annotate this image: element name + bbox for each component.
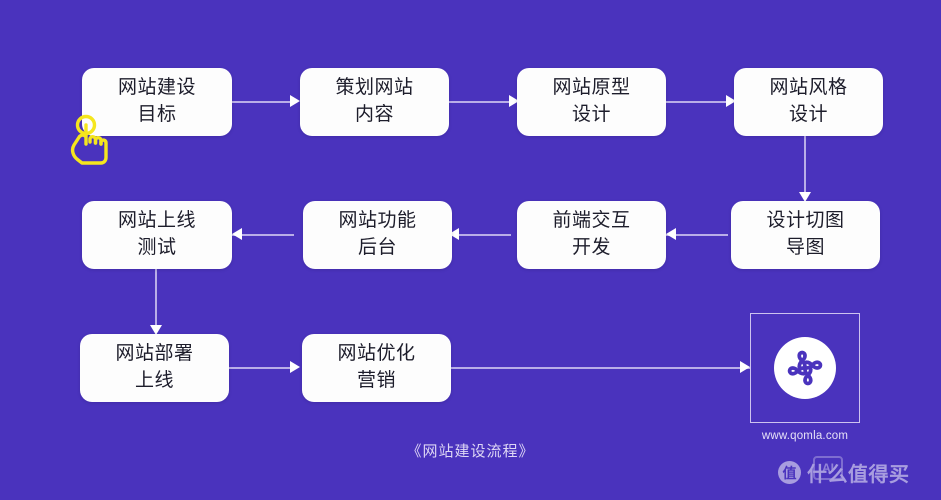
connector-n5-n6 — [666, 234, 728, 236]
flow-node-line1: 网站优化 — [337, 343, 416, 365]
flow-node-line2: 设计 — [571, 104, 611, 125]
connector-n2-n3 — [449, 101, 511, 103]
watermark-ai-overlay: AI — [813, 456, 843, 480]
flow-node-launch-test[interactable]: 网站上线 测试 — [82, 201, 232, 269]
arrowhead-n1-n2 — [290, 95, 300, 107]
connector-n7-n8 — [232, 234, 294, 236]
connector-n3-n4 — [666, 101, 728, 103]
arrowhead-n6-n7 — [449, 228, 459, 240]
flow-node-slice-design[interactable]: 设计切图 导图 — [731, 201, 880, 269]
flow-node-line2: 测试 — [137, 237, 177, 258]
watermark-badge: 值 — [778, 461, 801, 484]
flow-node-line1: 网站部署 — [115, 343, 194, 365]
flow-node-line1: 网站建设 — [117, 77, 196, 99]
flow-node-line2: 设计 — [788, 104, 828, 125]
logo-url-text: www.qomla.com — [761, 430, 849, 442]
flow-node-line1: 前端交互 — [552, 210, 631, 232]
arrowhead-n9-n10 — [290, 361, 300, 373]
flow-node-line1: 网站风格 — [769, 77, 848, 99]
flow-node-line2: 开发 — [571, 237, 611, 258]
diagram-caption: 《网站建设流程》 — [406, 443, 535, 460]
arrowhead-n7-n8 — [232, 228, 242, 240]
flow-node-line1: 网站原型 — [552, 77, 631, 99]
smzdm-watermark: 值 什么值得买 AI — [778, 456, 910, 487]
connector-n8-n9 — [155, 269, 157, 331]
flow-node-line1: 设计切图 — [766, 210, 845, 232]
flow-node-line2: 目标 — [137, 104, 177, 125]
flow-node-line1: 策划网站 — [335, 77, 414, 99]
flow-node-line1: 网站功能 — [338, 210, 417, 232]
arrowhead-n5-n6 — [666, 228, 676, 240]
flow-node-frontend-dev[interactable]: 前端交互 开发 — [517, 201, 666, 269]
logo-panel — [750, 313, 860, 423]
connector-n4-n5 — [804, 136, 806, 198]
flow-node-line2: 导图 — [785, 237, 825, 258]
watermark-text: 什么值得买 — [807, 464, 910, 486]
qomla-pinwheel-logo-icon — [774, 337, 836, 399]
flow-node-optimize-market[interactable]: 网站优化 营销 — [302, 334, 451, 402]
flow-node-plan-content[interactable]: 策划网站 内容 — [300, 68, 449, 136]
connector-n9-n10 — [229, 367, 292, 369]
flow-node-prototype-design[interactable]: 网站原型 设计 — [517, 68, 666, 136]
flow-node-backend-function[interactable]: 网站功能 后台 — [303, 201, 452, 269]
flow-node-line2: 营销 — [356, 370, 396, 391]
connector-n10-logo — [451, 367, 751, 369]
flow-node-line2: 上线 — [134, 370, 174, 391]
connector-n1-n2 — [232, 101, 292, 103]
flow-node-line2: 后台 — [357, 237, 397, 258]
flow-node-style-design[interactable]: 网站风格 设计 — [734, 68, 883, 136]
arrowhead-n3-n4 — [726, 95, 736, 107]
arrowhead-n8-n9 — [150, 325, 162, 335]
flow-node-website-goal[interactable]: 网站建设 目标 — [82, 68, 232, 136]
arrowhead-n4-n5 — [799, 192, 811, 202]
arrowhead-n10-logo — [740, 361, 750, 373]
connector-n6-n7 — [449, 234, 511, 236]
flow-node-line1: 网站上线 — [117, 210, 196, 232]
flow-node-line2: 内容 — [354, 104, 394, 125]
flow-node-deploy-online[interactable]: 网站部署 上线 — [80, 334, 229, 402]
arrowhead-n2-n3 — [509, 95, 519, 107]
